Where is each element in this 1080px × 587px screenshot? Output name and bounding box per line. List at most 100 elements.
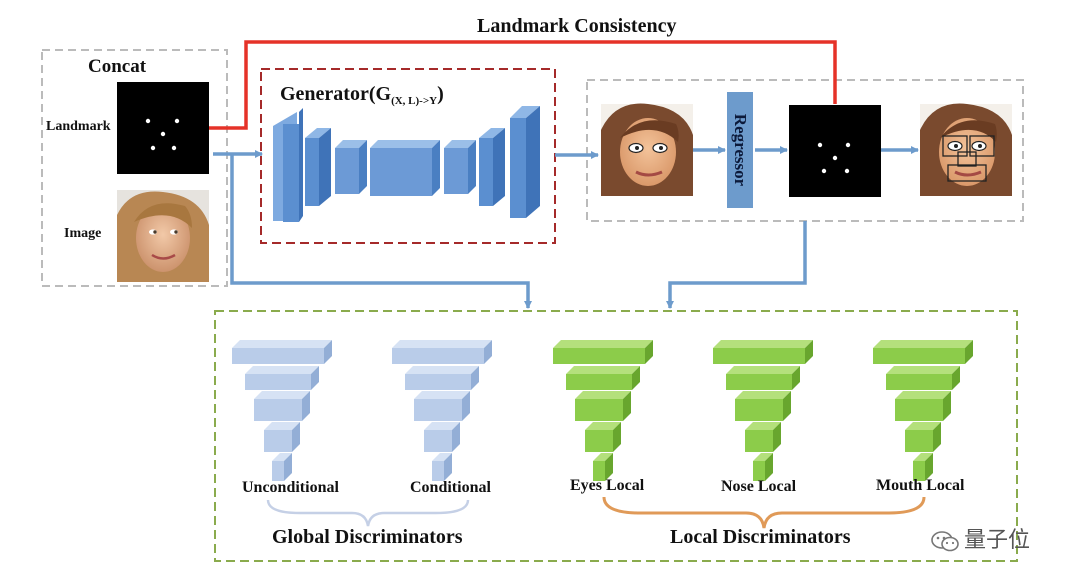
funnel-tier-front [424,430,452,452]
funnel-tier-top [745,422,781,430]
funnel-mouth-local [873,340,973,481]
local-discriminators-label: Local Discriminators [670,526,851,548]
discriminator-box [214,310,1018,562]
global-brace [266,499,470,527]
funnel-tier-side [452,422,460,452]
funnel-tier-side [792,366,800,390]
funnel-tier-side [444,453,452,481]
funnel-tier-front [575,399,623,421]
funnel-tier-side [925,453,933,481]
funnel-tier-front [272,461,284,481]
funnel-tier-top [895,391,951,399]
funnel-tier-top [575,391,631,399]
funnel-tier-top [414,391,470,399]
funnel-tier-front [753,461,765,481]
funnel-tier-top [735,391,791,399]
funnel-tier-front [392,348,484,364]
funnel-tier-side [623,391,631,421]
watermark: 量子位 [930,522,1030,554]
funnel-tier-top [873,340,973,348]
funnel-eyes-local [553,340,653,481]
funnel-tier-top [264,422,300,430]
funnel-tier-side [284,453,292,481]
funnel-tier-top [272,453,292,461]
generator-network [273,106,540,222]
global-discriminators-label: Global Discriminators [272,526,463,548]
funnel-tier-front [895,399,943,421]
funnel-tier-front [232,348,324,364]
disc-label-mouth-local: Mouth Local [876,477,965,494]
diagram-title: Landmark Consistency [477,15,677,37]
funnel-tier-top [424,422,460,430]
landmark-label: Landmark [46,119,111,134]
funnel-tier-side [783,391,791,421]
funnel-tier-side [933,422,941,452]
generated-cartoon-face [601,103,693,196]
disc-label-unconditional: Unconditional [242,479,339,496]
funnel-tier-side [462,391,470,421]
funnel-tier-front [593,461,605,481]
funnel-nose-local [713,340,813,481]
funnel-tier-top [905,422,941,430]
funnel-tier-front [726,374,792,390]
funnel-tier-front [745,430,773,452]
funnel-tier-side [311,366,319,390]
funnel-tier-top [254,391,310,399]
regressor-label: Regressor [731,113,750,187]
landmark-image [117,82,209,174]
funnel-tier-top [405,366,479,374]
funnel-tier-side [605,453,613,481]
landmark-consistency-line [209,40,837,130]
funnel-tier-side [302,391,310,421]
local-brace [602,496,926,529]
funnel-tier-top [886,366,960,374]
funnel-tier-top [753,453,773,461]
funnel-tier-front [735,399,783,421]
funnel-tier-side [471,366,479,390]
generator-label: Generator(G(X, L)->Y) [280,83,444,107]
funnel-tier-side [765,453,773,481]
predicted-landmarks [789,105,881,197]
funnel-tier-top [566,366,640,374]
funnel-tier-top [553,340,653,348]
funnel-tier-top [913,453,933,461]
funnel-tier-front [566,374,632,390]
discriminator-funnels [232,340,973,481]
funnel-tier-front [905,430,933,452]
image-label: Image [64,226,102,241]
funnel-tier-side [484,340,492,364]
funnel-tier-side [292,422,300,452]
funnel-tier-front [873,348,965,364]
regressor-block [727,92,753,208]
funnel-tier-front [414,399,462,421]
disc-label-conditional: Conditional [410,479,491,496]
funnel-tier-top [713,340,813,348]
funnel-conditional [392,340,492,481]
watermark-text: 量子位 [964,528,1031,553]
wechat-icon [931,531,959,552]
funnel-tier-front [405,374,471,390]
funnel-tier-top [232,340,332,348]
funnel-tier-side [613,422,621,452]
funnel-tier-top [593,453,613,461]
funnel-tier-side [805,340,813,364]
flow-arrows [213,146,919,309]
funnel-tier-front [913,461,925,481]
disc-label-nose-local: Nose Local [721,478,797,495]
cropped-regions-face [920,103,1012,196]
concat-label: Concat [88,56,147,77]
input-box [41,49,228,287]
funnel-tier-side [952,366,960,390]
funnel-tier-top [392,340,492,348]
funnel-tier-front [585,430,613,452]
funnel-unconditional [232,340,332,481]
funnel-tier-side [943,391,951,421]
funnel-tier-side [645,340,653,364]
funnel-tier-front [432,461,444,481]
funnel-tier-front [553,348,645,364]
funnel-tier-top [245,366,319,374]
funnel-tier-front [713,348,805,364]
funnel-tier-top [432,453,452,461]
funnel-tier-side [632,366,640,390]
